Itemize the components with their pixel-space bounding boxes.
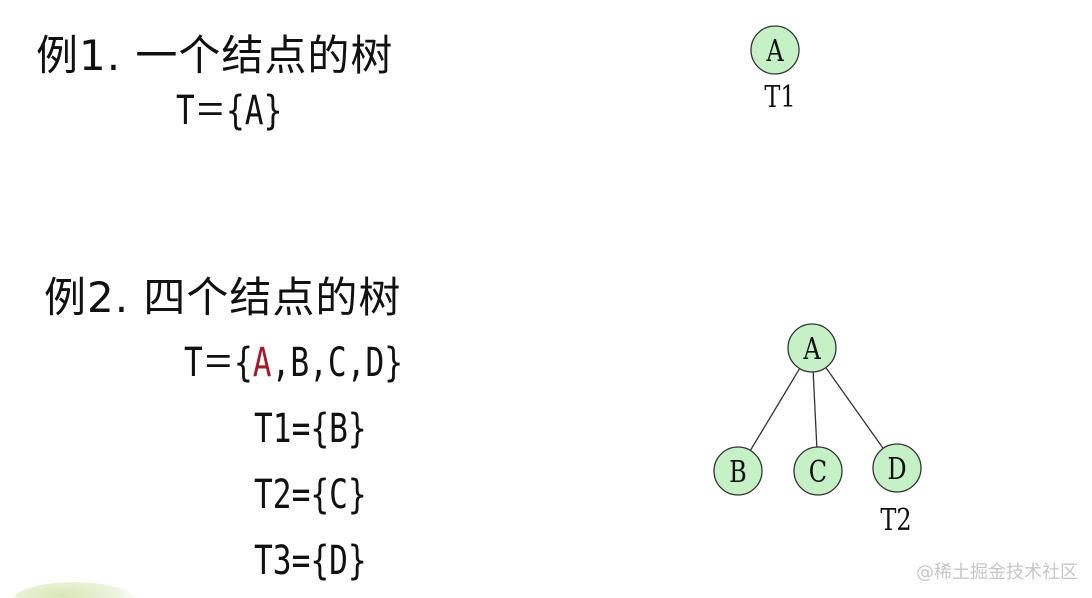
node-d-label: D (887, 452, 906, 486)
tree1-label: T1 (764, 80, 795, 114)
subtree-t1-set: T1={B} (254, 406, 367, 452)
set-prefix: T＝{ (176, 88, 245, 134)
example1-heading: 例1. 一个结点的树 (36, 31, 394, 80)
node-a-circle (787, 323, 837, 373)
node-b-label: B (729, 455, 747, 489)
subtree-t2-set: T2={C} (254, 472, 367, 518)
node-a-circle (750, 25, 800, 75)
tree1: A T1 (750, 25, 800, 115)
set-item-a: A (244, 88, 264, 134)
node-a-label: A (802, 332, 821, 366)
set-prefix: T＝{ (184, 340, 253, 386)
tree2: A B C D T2 (713, 323, 922, 538)
example2-set: T＝{A,B,C,D} (184, 340, 403, 386)
node-a-label: A (765, 34, 784, 68)
decorative-blob (14, 582, 134, 598)
example1-set: T＝{A} (176, 88, 282, 134)
set-rest-items: ,B,C,D (271, 340, 385, 386)
tree2-label: T2 (880, 503, 911, 537)
set-suffix: } (263, 88, 283, 134)
set-root-item: A (252, 340, 272, 386)
subtree-t3-set: T3={D} (254, 538, 367, 584)
edge-a-c (812, 371, 818, 448)
node-c-label: C (809, 455, 827, 489)
edge-a-b (749, 368, 801, 451)
watermark: @稀土掘金技术社区 (916, 562, 1078, 583)
set-suffix: } (384, 340, 404, 386)
example2-heading: 例2. 四个结点的树 (44, 273, 402, 322)
node-d-circle (872, 443, 922, 493)
node-c-circle (793, 446, 843, 496)
edge-a-d (825, 367, 884, 449)
node-b-circle (713, 446, 763, 496)
